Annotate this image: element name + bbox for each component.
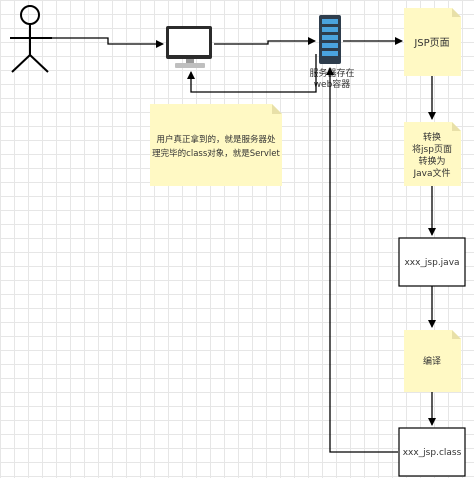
- explanation-note: 用户真正拿到的，就是服务器处 理完毕的class对象，就是Servlet: [150, 104, 282, 186]
- jsp-class-label: xxx_jsp.class: [403, 448, 462, 458]
- convert-line2: 将jsp页面: [412, 144, 452, 155]
- convert-line3: 转换为: [418, 155, 445, 167]
- jsp-java-label: xxx_jsp.java: [404, 258, 459, 268]
- jsp-page-label: JSP页面: [413, 37, 449, 49]
- convert-note: 转换 将jsp页面 转换为 Java文件: [404, 122, 461, 186]
- server-rack-icon: [319, 15, 341, 64]
- jsp-java-box: xxx_jsp.java: [398, 237, 466, 287]
- convert-line1: 转换: [423, 131, 441, 143]
- user-stick-figure-icon: [10, 5, 52, 73]
- compile-note: 编译: [404, 330, 461, 392]
- jsp-class-box: xxx_jsp.class: [398, 427, 466, 477]
- compile-label: 编译: [423, 355, 441, 367]
- explanation-line1: 用户真正拿到的，就是服务器处: [156, 134, 276, 145]
- computer-monitor-icon: [166, 26, 212, 68]
- connector-user-to-computer: [52, 37, 164, 48]
- jsp-page-note: JSP页面: [404, 8, 461, 76]
- connector-class-to-server: [326, 67, 398, 453]
- connector-computer-to-server: [214, 37, 316, 45]
- connector-response-to-computer: [187, 54, 317, 93]
- server-label-line2: web容器: [314, 78, 351, 90]
- explanation-line2: 理完毕的class对象，就是Servlet: [152, 148, 280, 159]
- convert-line4: Java文件: [412, 167, 450, 179]
